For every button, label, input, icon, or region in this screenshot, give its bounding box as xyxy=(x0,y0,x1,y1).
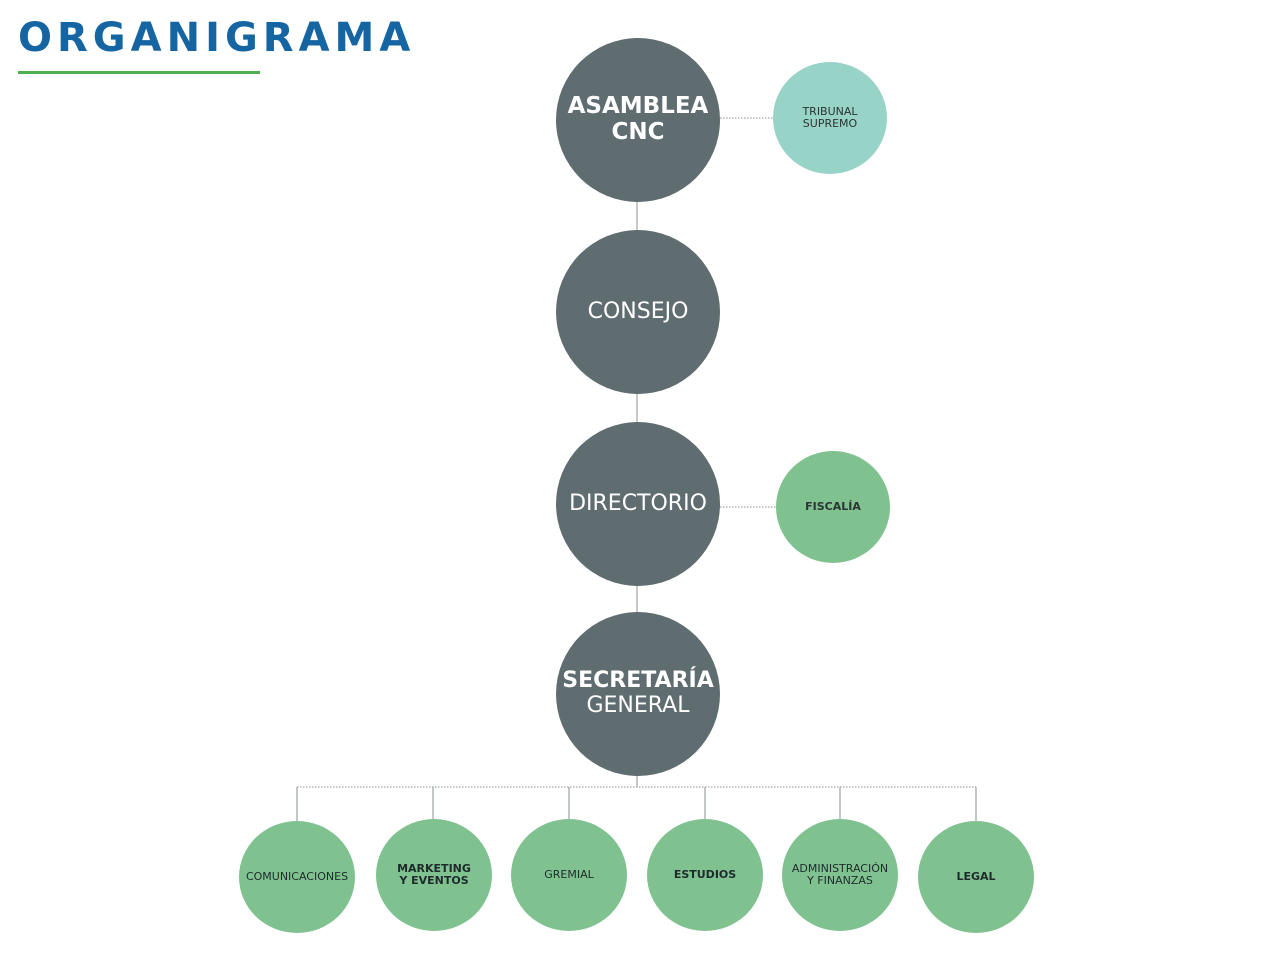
node-label-line1: SECRETARÍA xyxy=(562,668,714,694)
node-marketing-y-eventos: MARKETING Y EVENTOS xyxy=(376,819,492,931)
node-administracion-y-finanzas: ADMINISTRACIÓN Y FINANZAS xyxy=(782,819,898,931)
node-consejo: CONSEJO xyxy=(556,230,720,394)
node-label-line1: FISCALÍA xyxy=(805,499,861,513)
node-directorio: DIRECTORIO xyxy=(556,422,720,586)
node-label-line1: ADMINISTRACIÓN xyxy=(791,861,889,875)
node-secretaria-general: SECRETARÍA GENERAL xyxy=(556,612,720,776)
node-label-line2: CNC xyxy=(611,119,665,145)
page-title: ORGANIGRAMA xyxy=(18,15,416,61)
node-fiscalia: FISCALÍA xyxy=(776,451,890,563)
node-tribunal-supremo: TRIBUNAL SUPREMO xyxy=(773,62,887,174)
title-underline xyxy=(18,71,260,74)
node-label-line1: MARKETING xyxy=(397,861,471,875)
node-gremial: GREMIAL xyxy=(511,819,627,931)
node-label-line2: Y FINANZAS xyxy=(807,874,873,887)
node-comunicaciones: COMUNICACIONES xyxy=(239,821,355,933)
node-label-line1: LEGAL xyxy=(956,869,996,883)
node-label-line2: SUPREMO xyxy=(802,117,858,130)
node-label-line1: COMUNICACIONES xyxy=(245,869,349,883)
node-label-line1: DIRECTORIO xyxy=(569,490,707,516)
node-label-line1: ASAMBLEA xyxy=(567,93,709,120)
node-label-line1: CONSEJO xyxy=(587,298,689,324)
node-label-line1: TRIBUNAL xyxy=(802,104,858,118)
node-label-line1: GREMIAL xyxy=(544,867,594,881)
node-label-line1: ESTUDIOS xyxy=(673,867,737,881)
node-estudios: ESTUDIOS xyxy=(647,819,763,931)
node-legal: LEGAL xyxy=(918,821,1034,933)
node-label-line2: GENERAL xyxy=(586,693,690,718)
node-label-line2: Y EVENTOS xyxy=(399,874,469,887)
node-asamblea-cnc: ASAMBLEA CNC xyxy=(556,38,720,202)
